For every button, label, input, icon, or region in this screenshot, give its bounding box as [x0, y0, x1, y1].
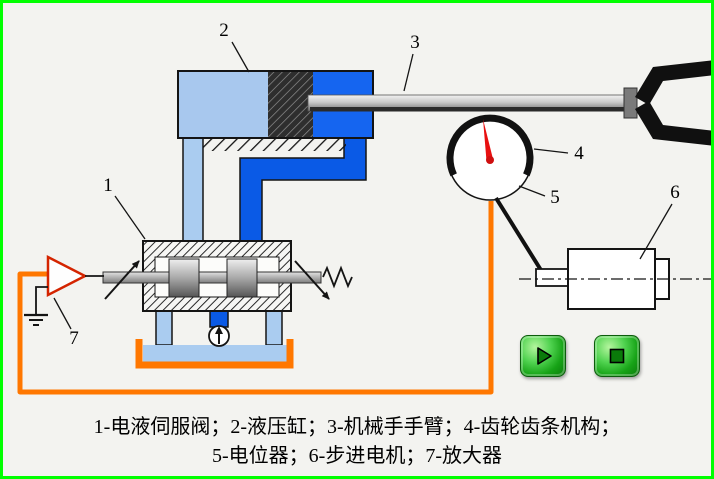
valve-spool-stem [102, 271, 322, 284]
callout-7-label: 7 [69, 328, 79, 349]
callout-4-label: 4 [574, 143, 584, 164]
callout-3-label: 3 [410, 32, 420, 53]
callout-5-line [518, 185, 546, 197]
callout-7-line [53, 297, 72, 330]
legend-caption: 1-电液伺服阀；2-液压缸；3-机械手手臂；4-齿轮齿条机构； 5-电位器；6-… [3, 413, 711, 471]
gripper-jaw-upper [635, 60, 711, 105]
stop-button[interactable] [594, 335, 640, 377]
gripper-jaw-lower [635, 101, 711, 146]
gear-arc [446, 114, 534, 177]
motor-shaft [535, 268, 569, 287]
hydraulic-pipes [182, 137, 367, 244]
amplifier [24, 254, 104, 326]
valve-spring-icon [322, 265, 353, 289]
valve-arrow-right [294, 260, 330, 300]
gear-rack-sensor [446, 114, 534, 201]
ground-wire [35, 286, 48, 315]
oil-tank-assembly [135, 308, 294, 369]
callout-1-label: 1 [103, 175, 113, 196]
callout-2-label: 2 [219, 20, 229, 41]
manipulator-arm [307, 60, 711, 146]
legend-line-1: 1-电液伺服阀；2-液压缸；3-机械手手臂；4-齿轮齿条机构； [93, 416, 621, 438]
pipe-pressure-dark-blue [239, 137, 367, 244]
callout-5-label: 5 [550, 187, 560, 208]
callout-2-line [231, 41, 250, 73]
callout-1-line [114, 195, 146, 240]
callout-6-label: 6 [670, 182, 680, 203]
pointer-needle [483, 119, 494, 161]
valve-spool-land-right [226, 258, 258, 298]
stepper-motor-assembly [494, 196, 711, 310]
play-button[interactable] [520, 335, 566, 377]
valve-arrow-left [104, 260, 140, 300]
valve-spool-land-left [168, 258, 200, 298]
pipe-return-light-blue [182, 137, 204, 244]
schematic-canvas: 1 2 3 4 5 6 7 [17, 20, 711, 395]
play-icon [537, 347, 552, 365]
cylinder-piston [268, 71, 313, 138]
callout-6-line [639, 203, 673, 260]
tank-return-pipe-left [155, 308, 173, 346]
servo-valve [102, 240, 353, 312]
needle-hub [486, 156, 494, 164]
stop-icon [609, 348, 625, 364]
gripper-base [623, 87, 638, 119]
tank-fluid [143, 345, 287, 362]
pump-arrow-tip [215, 326, 223, 334]
callout-4-line [533, 148, 569, 154]
amplifier-triangle [46, 254, 88, 298]
tank-outline [135, 339, 294, 369]
motor-link-rod [494, 196, 546, 277]
callout-3-line [403, 53, 414, 92]
feedback-wire [17, 201, 494, 395]
cylinder-mount-hatch [203, 138, 346, 151]
callouts: 1 2 3 4 5 6 7 [53, 20, 680, 349]
legend-line-2: 5-电位器；6-步进电机；7-放大器 [212, 445, 502, 467]
rack-strip [310, 107, 633, 112]
cylinder-chamber-left [178, 71, 268, 138]
tank-return-pipe-right [265, 308, 283, 346]
